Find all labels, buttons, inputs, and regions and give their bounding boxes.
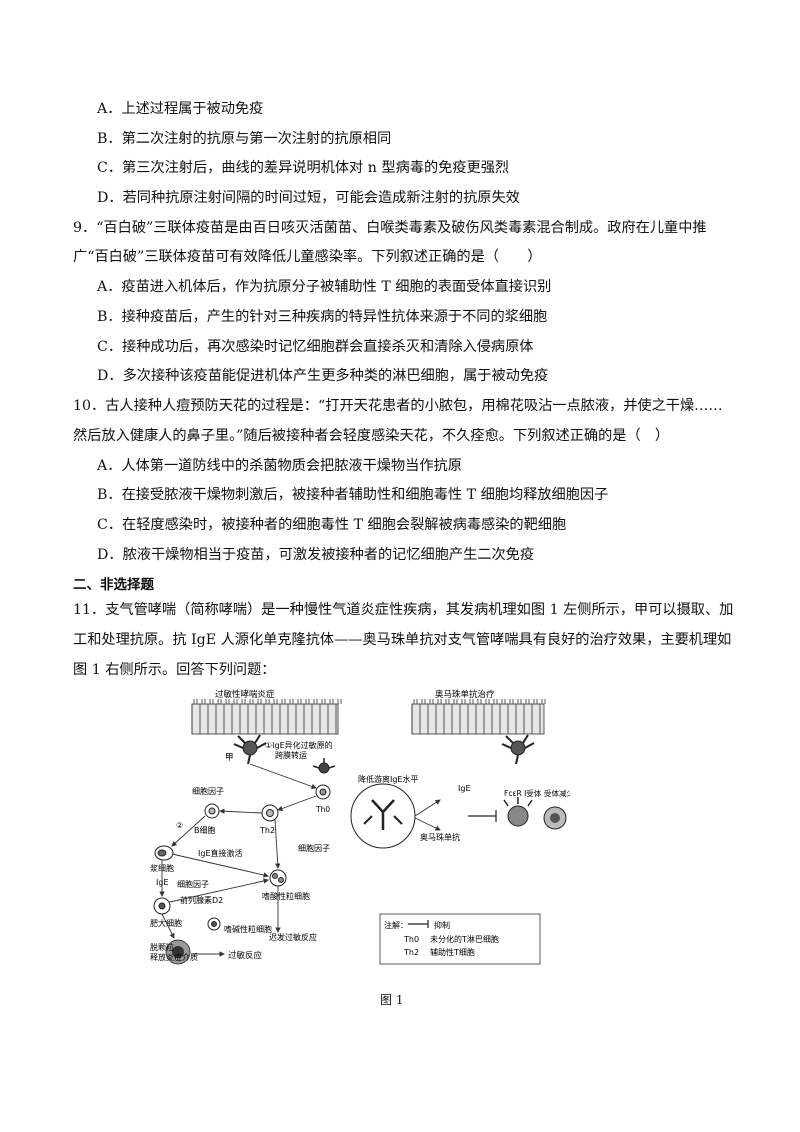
q10-stem-line2: 然后放入健康人的鼻子里。”随后被接种者会轻度感染天花，不久痊愈。下列叙述正确的是… (73, 428, 670, 444)
label-omalizumab: 奥马珠单抗 (420, 832, 460, 842)
dendritic-cell-jia (233, 734, 267, 765)
right-title: 奥马珠单抗治疗 (435, 689, 495, 700)
left-epithelium (191, 699, 342, 735)
degranulating-mast-cell (165, 939, 191, 965)
q8-option-c: C．第三次注射后，曲线的差异说明机体对 n 型病毒的免疫更强烈 (97, 160, 510, 176)
legend-title: 注解： (384, 920, 408, 930)
th0-cell (315, 784, 331, 800)
b-cell (204, 803, 220, 819)
basophil (207, 917, 221, 931)
left-title: 过敏性哮喘炎症 (215, 689, 275, 700)
section-title: 二、非选择题 (73, 577, 154, 593)
label-cytokine-3: 细胞因子 (177, 879, 209, 889)
label-degranulation-a: 脱颗粒 (150, 942, 174, 952)
q11-line3: 图 1 右侧所示。回答下列问题： (73, 662, 276, 678)
legend-th2: 辅助性T细胞 (430, 947, 475, 957)
q9-option-a: A．疫苗进入机体后，作为抗原分子被辅助性 T 细胞的表面受体直接识别 (97, 279, 552, 295)
q11-line2: 工和处理抗原。抗 IgE 人源化单克隆抗体——奥马珠单抗对支气管哮喘具有良好的治… (73, 632, 732, 648)
q9-stem-line2: 广“百白破”三联体疫苗可有效降低儿童感染率。下列叙述正确的是（ ） (73, 249, 542, 265)
label-ige-right: IgE (458, 784, 471, 793)
label-basophil: 嗜碱性粒细胞 (224, 924, 272, 934)
receptor-reduced-cell (543, 806, 567, 830)
q9-stem-line1: 9．“百白破”三联体疫苗是由百日咳灭活菌苗、白喉类毒素及破伤风类毒素混合制成。政… (73, 220, 707, 236)
label-cytokine-1: 细胞因子 (192, 786, 224, 796)
inhibit-symbol (468, 810, 497, 822)
legend-th0-key: Th0 (403, 935, 419, 944)
q10-stem-line1: 10．古人接种人痘预防天花的过程是：“打开天花患者的小脓包，用棉花吸沾一点脓液，… (73, 398, 723, 414)
q11-line1: 11．支气管哮喘（简称哮喘）是一种慢性气道炎症性疾病，其发病机理如图 1 左侧所… (73, 602, 734, 618)
receptor-cell (503, 797, 533, 827)
plasma-cell (154, 845, 174, 861)
label-lower-ige: 降低游离IgE水平 (358, 774, 419, 784)
label-cytokine-2: 细胞因子 (298, 843, 330, 853)
q9-option-c: C．接种成功后，再次感染时记忆细胞群会直接杀灭和清除入侵病原体 (97, 339, 534, 355)
label-ige-direct: IgE直接激活 (198, 848, 243, 858)
label-b-cell: B细胞 (194, 825, 216, 835)
right-epithelium (411, 699, 546, 735)
antigen-presenting-small (312, 758, 336, 774)
q10-option-a: A．人体第一道防线中的杀菌物质会把脓液干燥物当作抗原 (97, 458, 462, 474)
figure-caption: 图 1 (380, 993, 404, 1007)
q9-option-b: B．接种疫苗后，产生的针对三种疾病的特异性抗体来源于不同的浆细胞 (97, 309, 548, 325)
label-step2: ② (176, 821, 183, 830)
legend-th2-key: Th2 (403, 948, 419, 957)
label-allergy: 过敏反应 (228, 950, 263, 961)
label-th2: Th2 (259, 826, 275, 835)
q10-option-b: B．在接受脓液干燥物刺激后，被接种者辅助性和细胞毒性 T 细胞均释放细胞因子 (97, 487, 609, 503)
label-late-reaction: 迟发过敏反应 (269, 932, 317, 942)
label-degranulation-b: 释放炎症介质 (150, 952, 198, 962)
label-step1-b: 跨膜转运 (275, 750, 307, 760)
label-eosinophil: 嗜酸性粒细胞 (262, 891, 310, 901)
q9-option-d: D．多次接种该疫苗能促进机体产生更多种类的淋巴细胞，属于被动免疫 (97, 368, 549, 384)
label-receptor-less: 受体减少 (544, 788, 570, 798)
q8-option-d: D．若同种抗原注射间隔的时间过短，可能会造成新注射的抗原失效 (97, 190, 520, 206)
pathway-arrows (159, 763, 441, 957)
label-jia: 甲 (225, 753, 234, 763)
th2-cell (261, 804, 279, 822)
q10-option-c: C．在轻度感染时，被接种者的细胞毒性 T 细胞会裂解被病毒感染的靶细胞 (97, 517, 567, 533)
legend-th0: 未分化的T淋巴细胞 (430, 934, 499, 944)
omalizumab-bubble (350, 783, 416, 849)
q8-option-a: A．上述过程属于被动免疫 (97, 101, 264, 117)
dendritic-cell-right (501, 734, 535, 765)
q8-option-b: B．第二次注射的抗原与第一次注射的抗原相同 (97, 131, 392, 147)
legend-inhibit: 抑制 (434, 920, 450, 930)
mast-cell (153, 897, 171, 915)
label-step1-a: ①IgE异化过敏原的 (265, 740, 333, 750)
eosinophil (269, 869, 287, 887)
q10-option-d: D．脓液干燥物相当于疫苗，可激发被接种者的记忆细胞产生二次免疫 (97, 547, 535, 563)
legend-box (379, 913, 541, 965)
label-th0: Th0 (315, 805, 330, 814)
label-receptor: FcεR I受体 (504, 788, 542, 798)
figure-1-diagram: 过敏性哮喘炎症 奥马珠单抗治疗 甲 ①IgE异化过敏原的 跨膜转运 Th0 Th… (150, 689, 570, 965)
label-prostaglandin: 前列腺素D2 (180, 895, 223, 905)
